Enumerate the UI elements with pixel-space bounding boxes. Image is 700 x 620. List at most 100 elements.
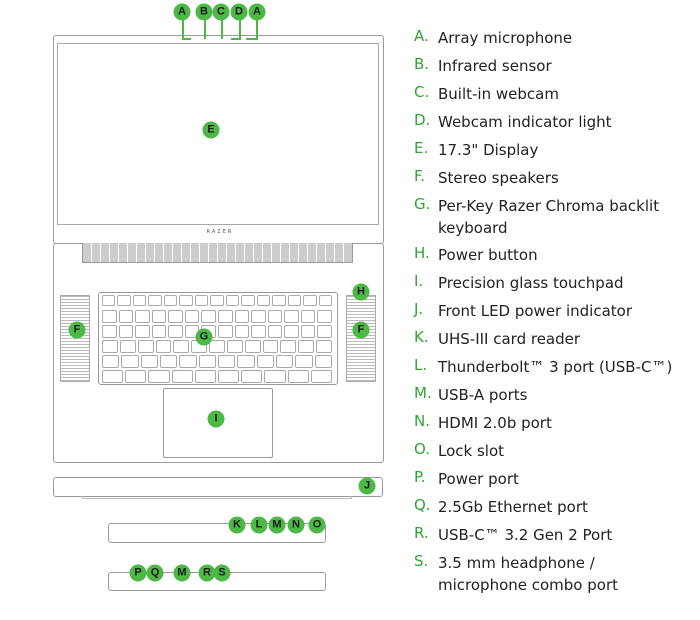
keyboard-key — [163, 295, 178, 306]
legend-letter: E. — [414, 139, 429, 157]
keyboard-key — [300, 325, 316, 338]
keyboard-key — [234, 325, 250, 338]
callout-f: F — [68, 321, 86, 339]
legend-letter: F. — [414, 167, 425, 185]
callout-a: A — [248, 3, 266, 21]
keyboard-key — [218, 355, 236, 368]
legend-text: USB-C™ 3.2 Gen 2 Port — [438, 526, 613, 544]
front-view — [53, 477, 383, 497]
keyboard-key — [140, 355, 158, 368]
speaker-left — [60, 295, 90, 382]
legend-letter: P. — [414, 468, 426, 486]
keyboard-key — [121, 355, 139, 368]
laptop-lid — [53, 35, 384, 244]
callout-p: P — [129, 564, 147, 582]
razer-logo: RAZER — [206, 229, 234, 235]
keyboard-key — [256, 355, 274, 368]
callout-c: C — [212, 3, 230, 21]
legend-text: Lock slot — [438, 442, 505, 460]
keyboard-key — [102, 325, 117, 338]
keyboard-key — [251, 325, 266, 338]
keyboard-key — [209, 340, 225, 353]
keyboard-key — [218, 310, 233, 323]
keyboard-key — [118, 325, 134, 338]
keyboard-key — [317, 310, 332, 323]
keyboard-key — [241, 295, 255, 306]
legend-letter: S. — [414, 552, 429, 570]
keyboard-key — [155, 340, 172, 353]
legend-text: 3.5 mm headphone / microphone combo port — [438, 554, 618, 594]
legend-text: Infrared sensor — [438, 57, 552, 75]
keyboard-key — [198, 355, 216, 368]
callout-r: R — [198, 564, 216, 582]
keyboard-key — [241, 370, 263, 383]
keyboard-key — [295, 355, 313, 368]
keyboard-key — [171, 370, 193, 383]
keyboard-key — [303, 295, 317, 306]
callout-m: M — [173, 564, 191, 582]
callout-f: F — [352, 321, 370, 339]
callout-k: K — [228, 516, 246, 534]
legend-text: Front LED power indicator — [438, 302, 633, 320]
display-panel — [57, 43, 379, 225]
legend-item: I.Precision glass touchpad — [414, 272, 688, 294]
legend-letter: N. — [414, 412, 430, 430]
keyboard-key — [160, 355, 178, 368]
keyboard-key — [119, 340, 136, 353]
keyboard-key — [132, 295, 147, 306]
legend-item: Q. 2.5Gb Ethernet port — [414, 496, 688, 518]
keyboard-key — [287, 370, 309, 383]
keyboard-key — [300, 310, 316, 323]
keyboard-key — [267, 310, 283, 323]
legend-item: H.Power button — [414, 244, 688, 266]
keyboard-key — [102, 355, 120, 368]
callout-i: I — [207, 410, 225, 428]
keyboard-key — [225, 295, 240, 306]
legend-text: UHS-III card reader — [438, 330, 581, 348]
legend-letter: H. — [414, 244, 430, 262]
keyboard-key — [210, 295, 224, 306]
legend-item: J. Front LED power indicator — [414, 300, 688, 322]
legend-item: P.Power port — [414, 468, 688, 490]
legend-item: M.USB-A ports — [414, 384, 688, 406]
legend-text: Stereo speakers — [438, 169, 559, 187]
keyboard-key — [168, 310, 183, 323]
legend-text: Thunderbolt™ 3 port (USB-C™) — [438, 358, 673, 376]
keyboard-key — [287, 295, 302, 306]
legend-text: 17.3" Display — [438, 141, 539, 159]
legend-text: Array microphone — [438, 29, 573, 47]
callout-l: L — [250, 516, 268, 534]
callout-q: Q — [146, 564, 164, 582]
keyboard-key — [237, 355, 255, 368]
legend-letter: C. — [414, 83, 430, 101]
keyboard-key — [151, 310, 167, 323]
legend-letter: B. — [414, 55, 430, 73]
keyboard-key — [102, 295, 116, 306]
keyboard-key — [244, 340, 261, 353]
legend-item: S. 3.5 mm headphone / microphone combo po… — [414, 552, 688, 596]
legend-letter: Q. — [414, 496, 431, 514]
legend-letter: R. — [414, 524, 429, 542]
legend-item: C.Built-in webcam — [414, 83, 688, 105]
keyboard-key — [284, 325, 299, 338]
keyboard-key — [256, 295, 271, 306]
keyboard-key — [194, 295, 209, 306]
legend-letter: J. — [414, 300, 424, 318]
keyboard-key — [135, 310, 150, 323]
callout-h: H — [352, 283, 370, 301]
keyboard-key — [218, 325, 233, 338]
keyboard-key — [135, 325, 150, 338]
keyboard-key — [272, 295, 286, 306]
legend-item: F. Stereo speakers — [414, 167, 688, 189]
keyboard-key — [168, 325, 183, 338]
callout-n: N — [287, 516, 305, 534]
touchpad — [163, 388, 273, 458]
keyboard-key — [251, 310, 266, 323]
legend-item: L.Thunderbolt™ 3 port (USB-C™) — [414, 356, 688, 378]
keyboard-key — [264, 370, 286, 383]
keyboard-key — [318, 295, 332, 306]
legend-text: Per-Key Razer Chroma backlit keyboard — [438, 197, 660, 237]
keyboard-key — [102, 370, 124, 383]
keyboard-key — [148, 370, 170, 383]
legend-text: 2.5Gb Ethernet port — [438, 498, 588, 516]
